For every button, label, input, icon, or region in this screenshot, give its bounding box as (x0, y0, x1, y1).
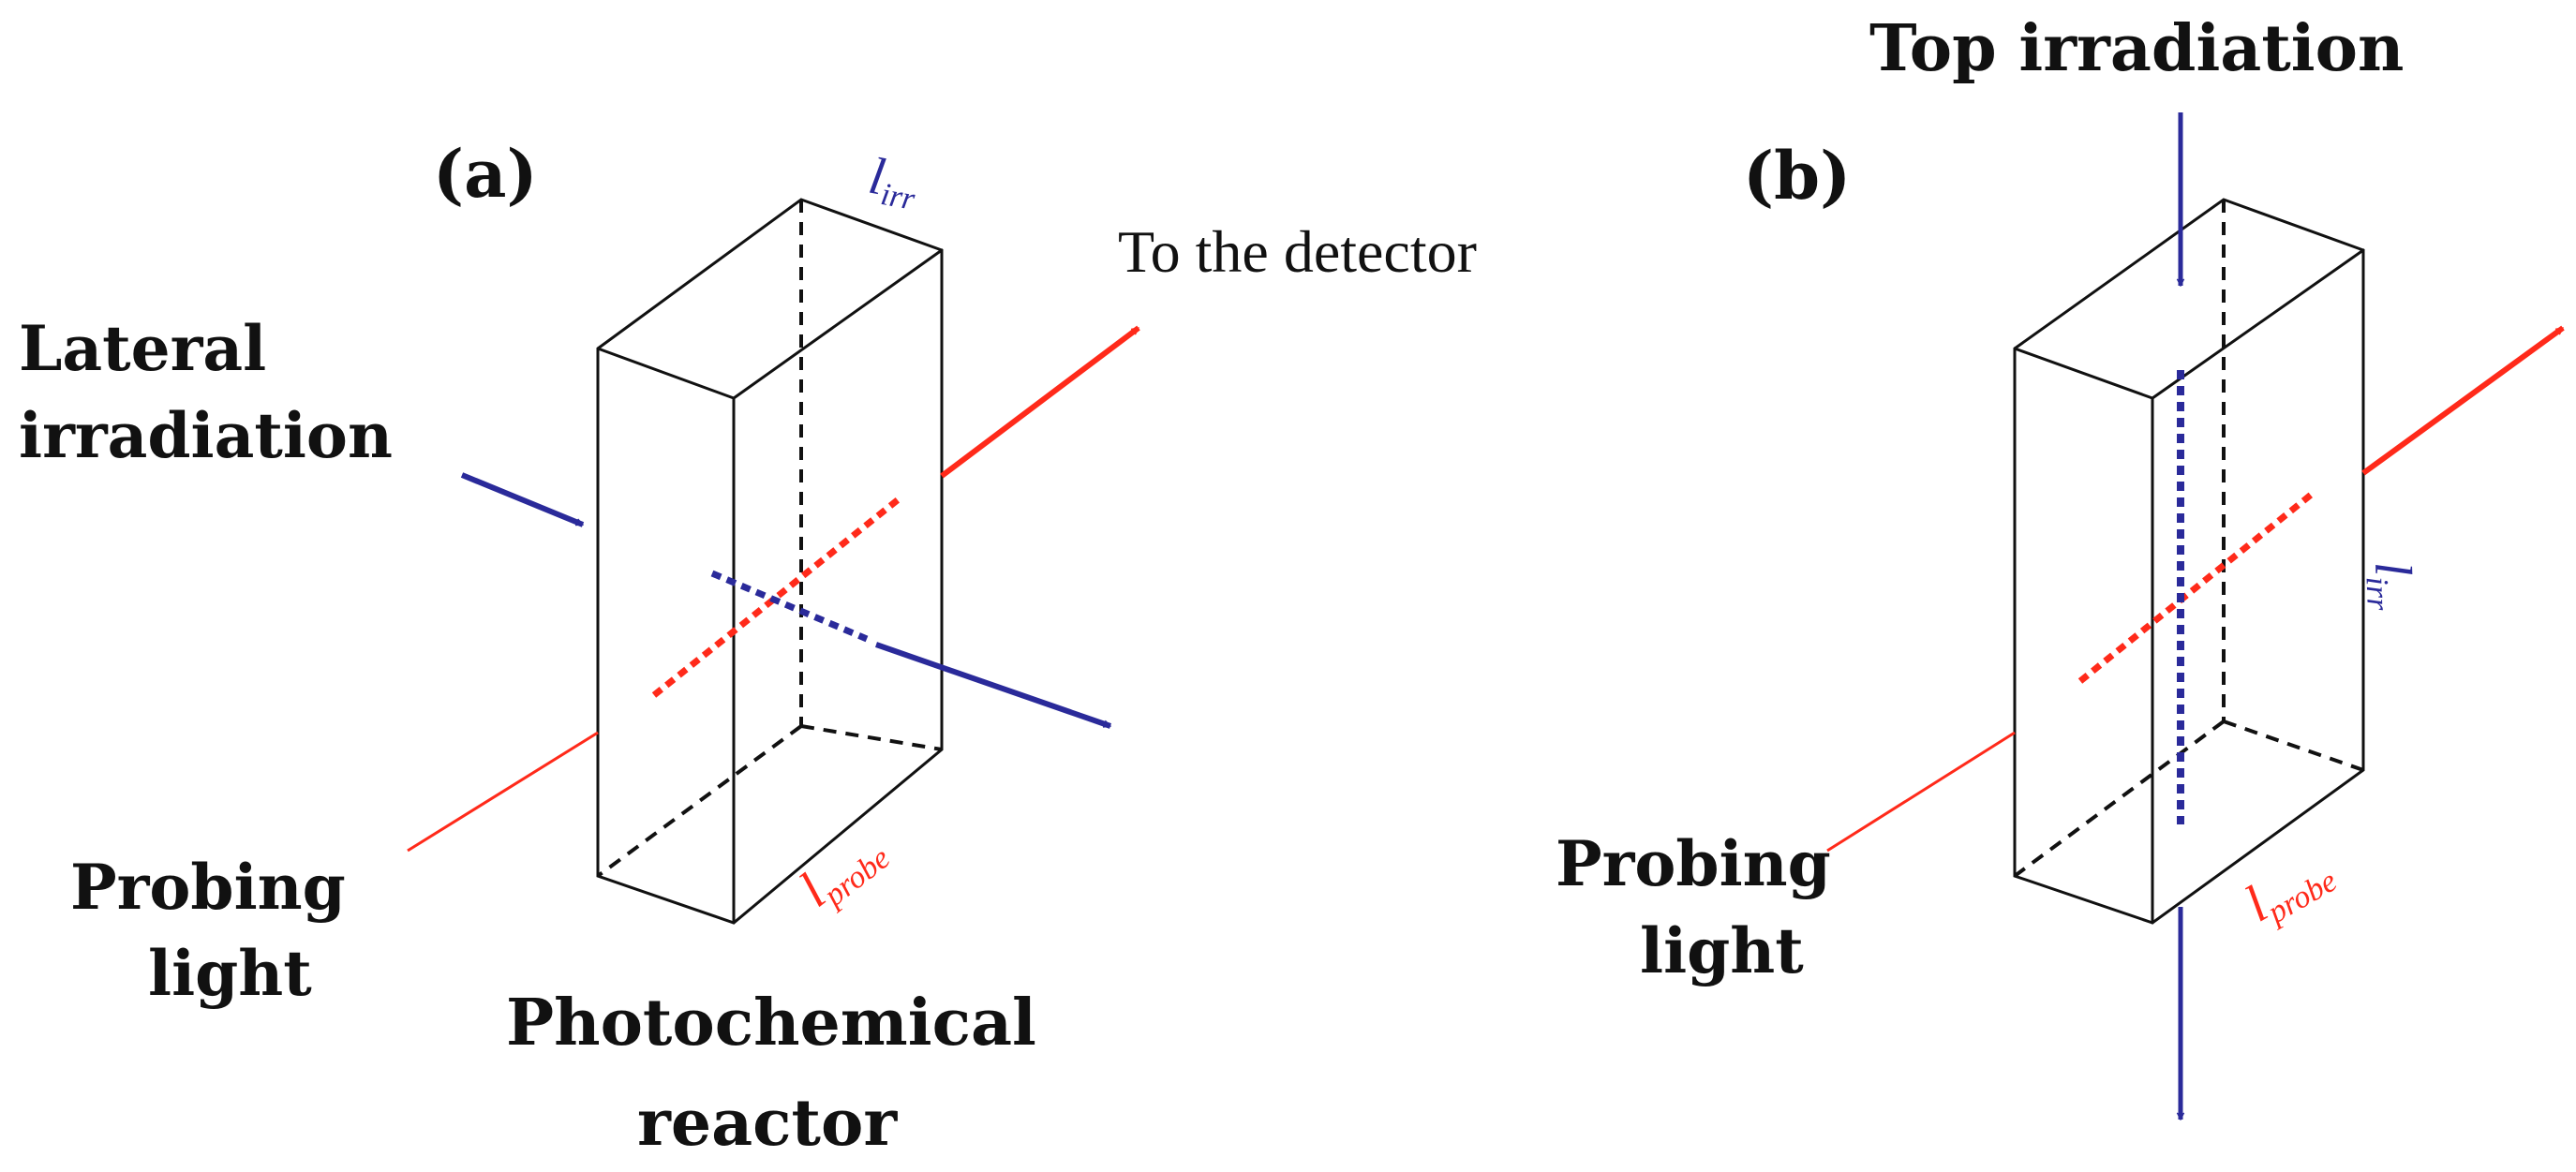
reactor-hidden-bottom-edge-left-b (2013, 720, 2226, 878)
probe-beam-to-detector-a (940, 325, 1140, 479)
reactor-right-top-edge-b (2151, 248, 2365, 400)
panel-a: (a) lirr lprobe Lateral irradiati (19, 135, 1477, 1161)
reactor-hidden-bottom-edge-right-b (2223, 720, 2364, 772)
probing-light-label-a-line2: light (148, 937, 312, 1010)
irradiation-beam-outgoing-a (875, 642, 1110, 729)
probe-beam-inside-b (2077, 489, 2317, 684)
reactor-front-top-edge-b (2013, 347, 2154, 400)
probing-light-label-b-line2: light (1640, 914, 1804, 987)
lateral-irradiation-label-line1: Lateral (19, 312, 266, 385)
panel-b: (b) Top irradiation lirr lprobe P (1556, 11, 2565, 1120)
probe-beam-outgoing-b (2361, 325, 2565, 476)
reactor-outline-b (2013, 198, 2365, 925)
probing-light-label-a-line1: Probing (70, 851, 346, 924)
reactor-hidden-bottom-edge-right-a (800, 724, 943, 751)
irradiation-beam-inside-a (710, 570, 869, 643)
reactor-label-line1: Photochemical (506, 986, 1036, 1061)
probe-beam-a (407, 325, 1140, 853)
lateral-irradiation-label-line2: irradiation (19, 399, 393, 472)
probe-beam-incoming-a (407, 731, 599, 853)
top-irradiation-label: Top irradiation (1869, 11, 2404, 86)
probe-beam-inside-a (651, 496, 902, 698)
panel-a-label: (a) (433, 135, 538, 213)
probe-beam-incoming-b (1826, 731, 2016, 853)
probe-beam-b (1826, 325, 2565, 853)
detector-label: To the detector (1118, 218, 1477, 285)
irr-path-length-b: lirr (2359, 560, 2423, 612)
reactor-box-b (2013, 198, 2365, 925)
irr-path-length-a: lirr (864, 147, 923, 217)
irradiation-beam-incoming-a (460, 472, 583, 527)
reactor-hidden-bottom-edge-left-a (596, 724, 803, 878)
probe-path-length-a: lprobe (789, 819, 897, 922)
reactor-label-line2: reactor (637, 1086, 898, 1161)
probing-light-label-b-line1: Probing (1556, 827, 1831, 900)
reactor-outline-a (596, 198, 944, 925)
panel-b-label: (b) (1743, 137, 1851, 215)
irradiation-beam-a (460, 472, 1110, 729)
reactor-box-a (596, 198, 944, 925)
reactor-front-top-edge-a (596, 347, 736, 400)
reactor-right-top-edge-a (732, 248, 944, 400)
probe-path-length-b: lprobe (2236, 839, 2344, 938)
